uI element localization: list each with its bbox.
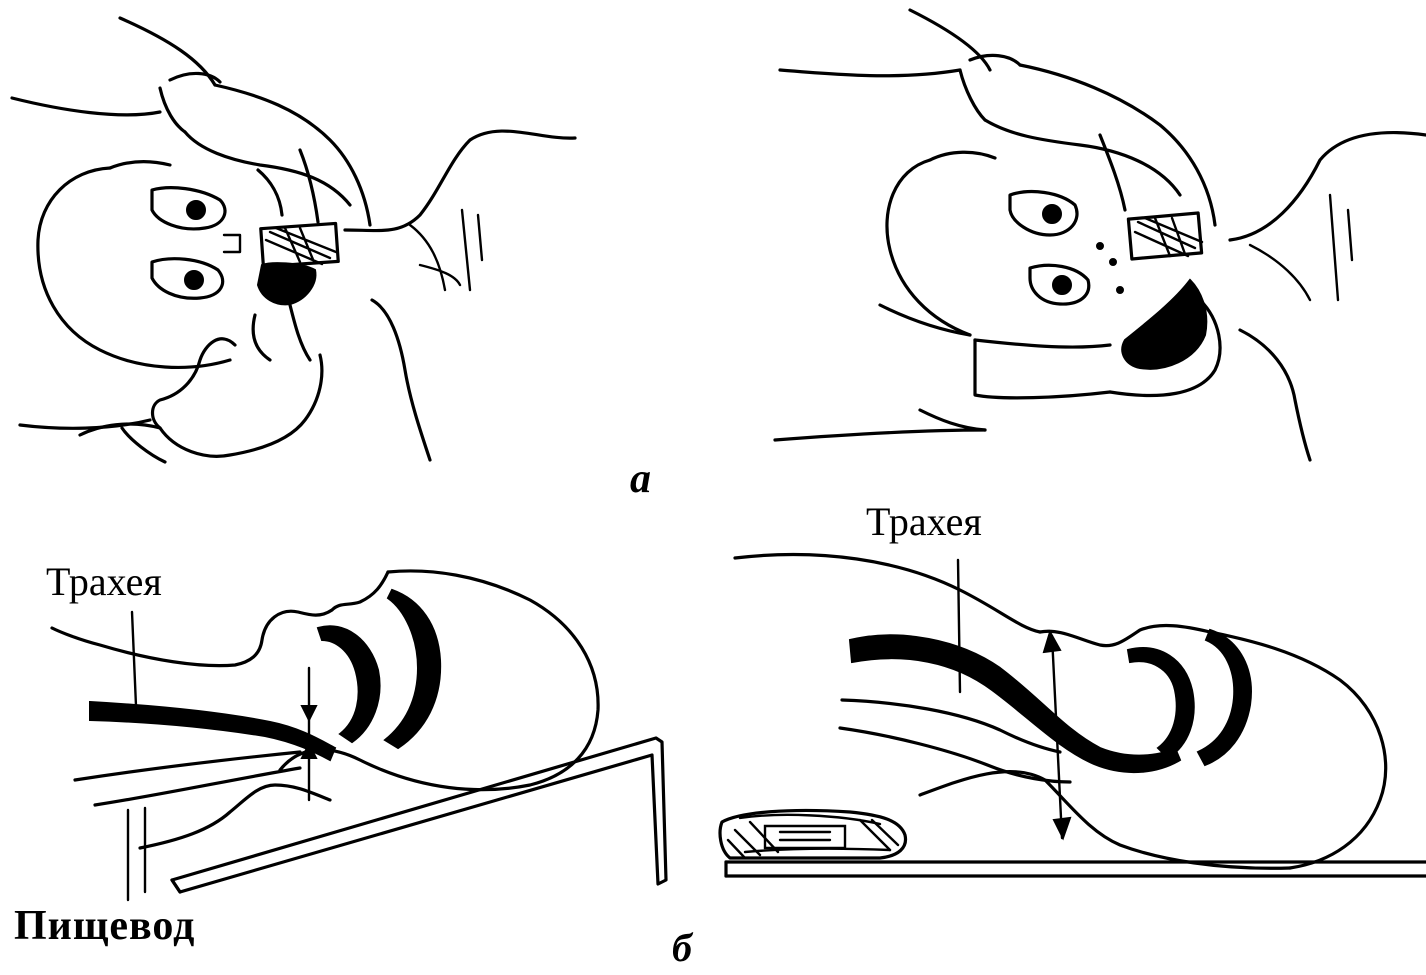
esophagus-label: Пищевод [14,905,195,947]
trachea-label-left: Трахея [46,562,162,602]
panel-a-left-figure [12,18,575,462]
panel-a-right-figure [775,10,1426,460]
trachea-label-right: Трахея [866,502,982,542]
panel-b-left-figure [52,571,666,900]
panel-a-caption: а [630,458,651,500]
panel-b-caption: б [672,928,692,968]
panel-b-right-figure [720,555,1426,876]
